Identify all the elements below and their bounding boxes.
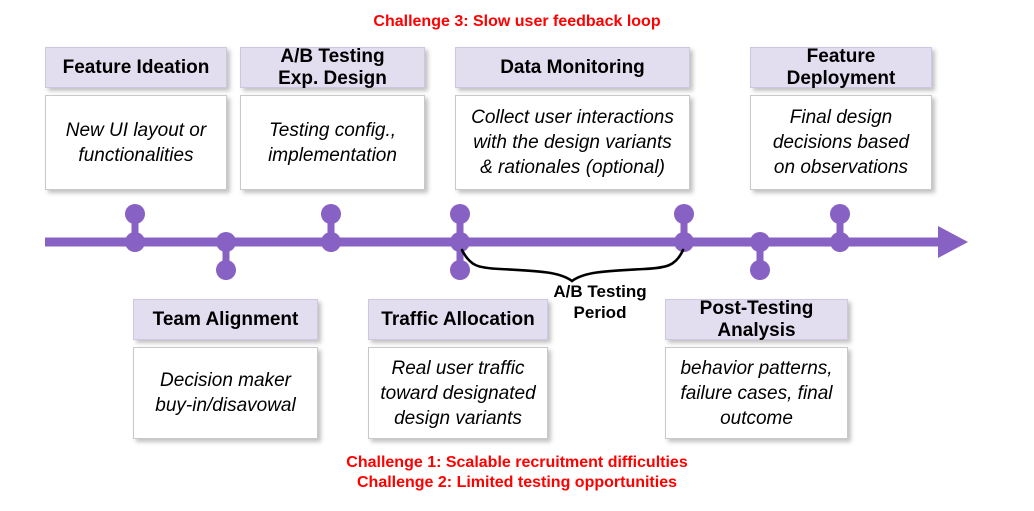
stage-card-post-testing-analysis[interactable]: Post-Testing Analysis behavior patterns,… (665, 298, 848, 439)
timeline-marker-3[interactable] (321, 204, 341, 252)
stage-card-feature-deployment[interactable]: Feature Deployment Final design decision… (750, 46, 932, 190)
stage-title-team-alignment: Team Alignment (133, 299, 318, 340)
stage-title-ab-testing-exp-design: A/B Testing Exp. Design (240, 46, 425, 89)
stage-body-feature-ideation: New UI layout or functionalities (45, 95, 227, 190)
stage-body-ab-testing-exp-design: Testing config., implementation (240, 95, 425, 190)
stage-card-team-alignment[interactable]: Team Alignment Decision maker buy-in/dis… (133, 299, 318, 439)
challenge-2-caption: Challenge 2: Limited testing opportuniti… (356, 474, 677, 491)
stage-card-feature-ideation[interactable]: Feature Ideation New UI layout or functi… (45, 47, 227, 190)
stage-card-data-monitoring[interactable]: Data Monitoring Collect user interaction… (455, 47, 690, 190)
stage-title-data-monitoring: Data Monitoring (455, 47, 690, 88)
timeline-marker-5[interactable] (674, 204, 694, 252)
stage-title-feature-ideation: Feature Ideation (45, 47, 227, 88)
timeline-marker-4[interactable] (450, 204, 470, 280)
stage-body-team-alignment: Decision maker buy-in/disavowal (133, 347, 318, 439)
timeline-marker-1[interactable] (125, 204, 145, 252)
challenge-3-caption: Challenge 3: Slow user feedback loop (373, 13, 661, 30)
timeline-arrow-icon (938, 226, 968, 258)
stage-title-feature-deployment: Feature Deployment (750, 46, 932, 89)
stage-card-ab-testing-exp-design[interactable]: A/B Testing Exp. Design Testing config.,… (240, 46, 425, 190)
stage-title-post-testing-analysis: Post-Testing Analysis (665, 298, 848, 341)
stage-body-traffic-allocation: Real user traffic toward designated desi… (368, 347, 548, 439)
ab-testing-period-brace (460, 248, 685, 283)
stage-body-post-testing-analysis: behavior patterns, failure cases, final … (665, 347, 848, 439)
stage-body-feature-deployment: Final design decisions based on observat… (750, 95, 932, 190)
timeline-marker-2[interactable] (216, 232, 236, 280)
timeline-marker-7[interactable] (830, 204, 850, 252)
ab-testing-period-label: A/B Testing Period (553, 282, 647, 322)
stage-title-traffic-allocation: Traffic Allocation (368, 299, 548, 340)
stage-body-data-monitoring: Collect user interactions with the desig… (455, 95, 690, 190)
stage-card-traffic-allocation[interactable]: Traffic Allocation Real user traffic tow… (368, 299, 548, 439)
timeline-marker-6[interactable] (750, 232, 770, 280)
challenge-1-caption: Challenge 1: Scalable recruitment diffic… (346, 454, 688, 471)
